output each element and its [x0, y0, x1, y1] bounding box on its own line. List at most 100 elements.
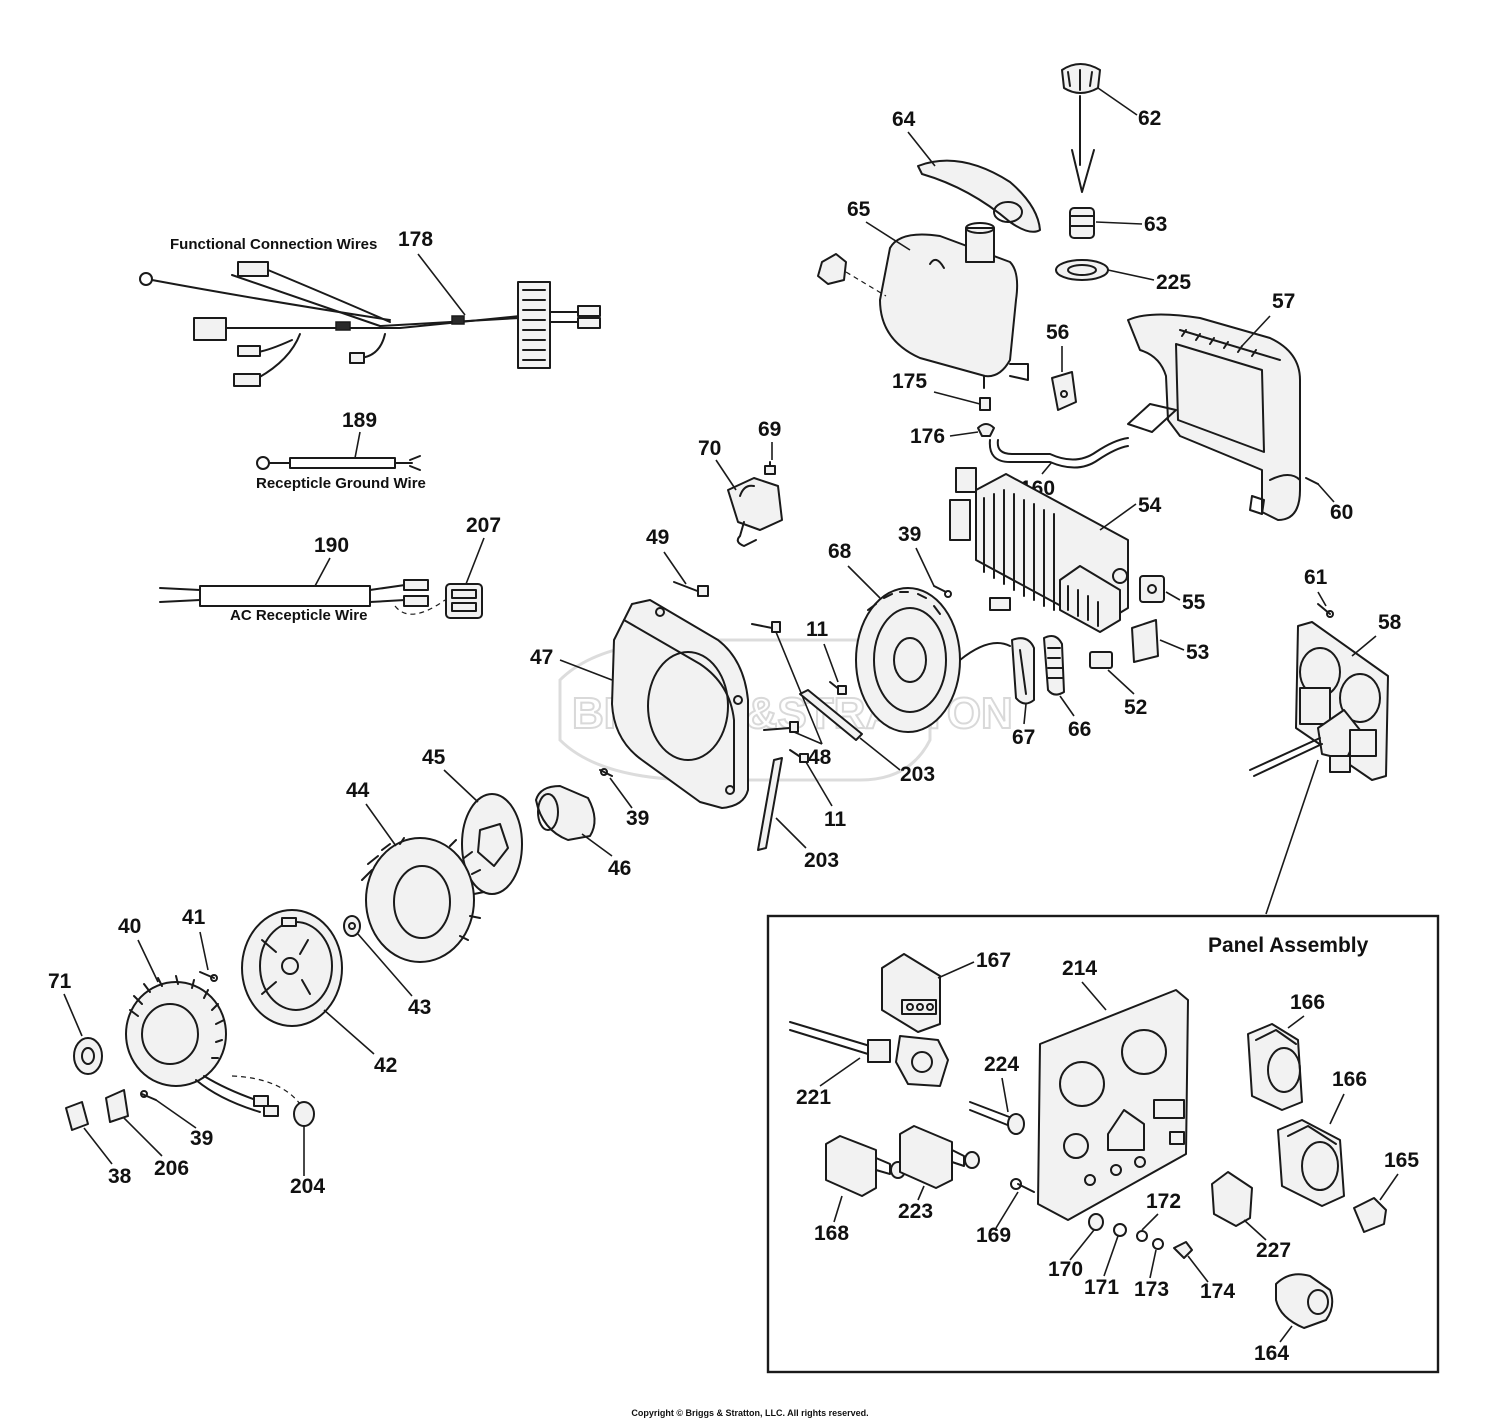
callout-206: 206 [154, 1157, 189, 1180]
bracket-203-upper [799, 689, 863, 741]
outlet-221 [789, 1021, 949, 1087]
callout-178: 178 [398, 228, 433, 251]
callout-39-inverter: 39 [898, 523, 921, 546]
callout-176: 176 [910, 425, 945, 448]
callout-56: 56 [1046, 321, 1069, 344]
callout-207: 207 [466, 514, 501, 537]
callout-169: 169 [976, 1224, 1011, 1247]
tank-shroud-64 [917, 159, 1041, 233]
callout-71: 71 [48, 970, 72, 993]
callout-39-rotor: 39 [626, 807, 649, 830]
hardware-170-174 [1088, 1213, 1193, 1259]
rotor-sleeve-46 [535, 785, 596, 841]
callout-40: 40 [118, 915, 141, 938]
callout-65: 65 [847, 198, 871, 221]
grommet-204 [293, 1101, 315, 1127]
caption-ac-recepticle-wire: AC Recepticle Wire [230, 607, 367, 624]
callout-166-lower: 166 [1332, 1068, 1367, 1091]
callout-53: 53 [1186, 641, 1209, 664]
callout-52: 52 [1124, 696, 1147, 719]
callout-171: 171 [1084, 1276, 1119, 1299]
ignition-coil-70 [727, 477, 783, 547]
screw-169 [1010, 1178, 1035, 1193]
bracket-203-lower [757, 757, 783, 851]
callout-172: 172 [1146, 1190, 1181, 1213]
callout-41: 41 [182, 906, 206, 929]
callout-43: 43 [408, 996, 431, 1019]
panel-assembly-title: Panel Assembly [1208, 934, 1369, 957]
callout-170: 170 [1048, 1258, 1083, 1281]
callout-57: 57 [1272, 290, 1295, 313]
screw-69 [764, 461, 776, 475]
copyright-notice: Copyright © Briggs & Stratton, LLC. All … [631, 1408, 869, 1418]
callout-175: 175 [892, 370, 927, 393]
fan-44 [361, 837, 485, 963]
clip-53 [1131, 619, 1159, 663]
handle-frame-57 [1127, 313, 1301, 521]
callout-63: 63 [1144, 213, 1167, 236]
fuel-filter-63 [1069, 207, 1095, 239]
fuel-tank-65 [817, 222, 1029, 389]
callout-60: 60 [1330, 501, 1353, 524]
ac-recepticle-wire [159, 579, 483, 619]
control-panel-58 [1249, 621, 1389, 781]
inverter-module-54 [949, 467, 1129, 633]
caption-recepticle-ground-wire: Recepticle Ground Wire [256, 475, 426, 492]
callout-168: 168 [814, 1222, 849, 1245]
callout-204: 204 [290, 1175, 325, 1198]
plate-45 [461, 793, 523, 895]
dc-outlet-164 [1275, 1273, 1334, 1329]
caption-functional-connection-wires: Functional Connection Wires [170, 236, 377, 253]
fuel-cap-62 [1061, 63, 1101, 193]
callout-48: 48 [808, 746, 832, 769]
bracket-56 [1051, 371, 1077, 411]
screw-11-lower [789, 749, 809, 763]
seal-71 [73, 1037, 103, 1075]
callout-224: 224 [984, 1053, 1019, 1076]
callout-47: 47 [530, 646, 553, 669]
screw-61 [1317, 603, 1334, 618]
breaker-223 [899, 1125, 980, 1189]
gasket-225 [1055, 259, 1109, 281]
callout-62: 62 [1138, 107, 1161, 130]
callout-64: 64 [892, 108, 916, 131]
callout-225: 225 [1156, 271, 1191, 294]
grip-66 [1043, 635, 1065, 696]
callout-68: 68 [828, 540, 852, 563]
callout-45: 45 [422, 746, 446, 769]
breaker-168 [825, 1135, 906, 1197]
callout-173: 173 [1134, 1278, 1169, 1301]
callout-167: 167 [976, 949, 1011, 972]
connector-52 [1089, 651, 1113, 669]
callout-11-lower: 11 [824, 808, 847, 831]
callout-49: 49 [646, 526, 669, 549]
hose-fittings-175-176 [977, 397, 995, 437]
callout-44: 44 [346, 779, 370, 802]
callout-39-stator: 39 [190, 1127, 213, 1150]
sensor-38 [65, 1101, 89, 1131]
fuel-hose-160 [988, 437, 1129, 469]
callout-58: 58 [1378, 611, 1402, 634]
terminal-224 [969, 1101, 1025, 1135]
callout-69: 69 [758, 418, 781, 441]
bolt-41 [199, 971, 218, 982]
recoil-starter-68 [855, 587, 1011, 733]
panel-assembly-box [766, 914, 1440, 1374]
callout-11-upper: 11 [806, 618, 829, 641]
callout-55: 55 [1182, 591, 1206, 614]
callout-165: 165 [1384, 1149, 1419, 1172]
callout-42: 42 [374, 1054, 397, 1077]
callout-223: 223 [898, 1200, 933, 1223]
fan-housing-47 [611, 599, 749, 809]
recepticle-ground-wire [256, 455, 421, 471]
callout-61: 61 [1304, 566, 1328, 589]
bracket-206 [105, 1089, 129, 1123]
callout-221: 221 [796, 1086, 831, 1109]
screw-39-rotor [599, 768, 613, 777]
callout-164: 164 [1254, 1342, 1289, 1365]
outlet-166-upper [1247, 1023, 1303, 1111]
callout-66: 66 [1068, 718, 1091, 741]
callout-46: 46 [608, 857, 631, 880]
rectifier-167 [881, 953, 941, 1033]
